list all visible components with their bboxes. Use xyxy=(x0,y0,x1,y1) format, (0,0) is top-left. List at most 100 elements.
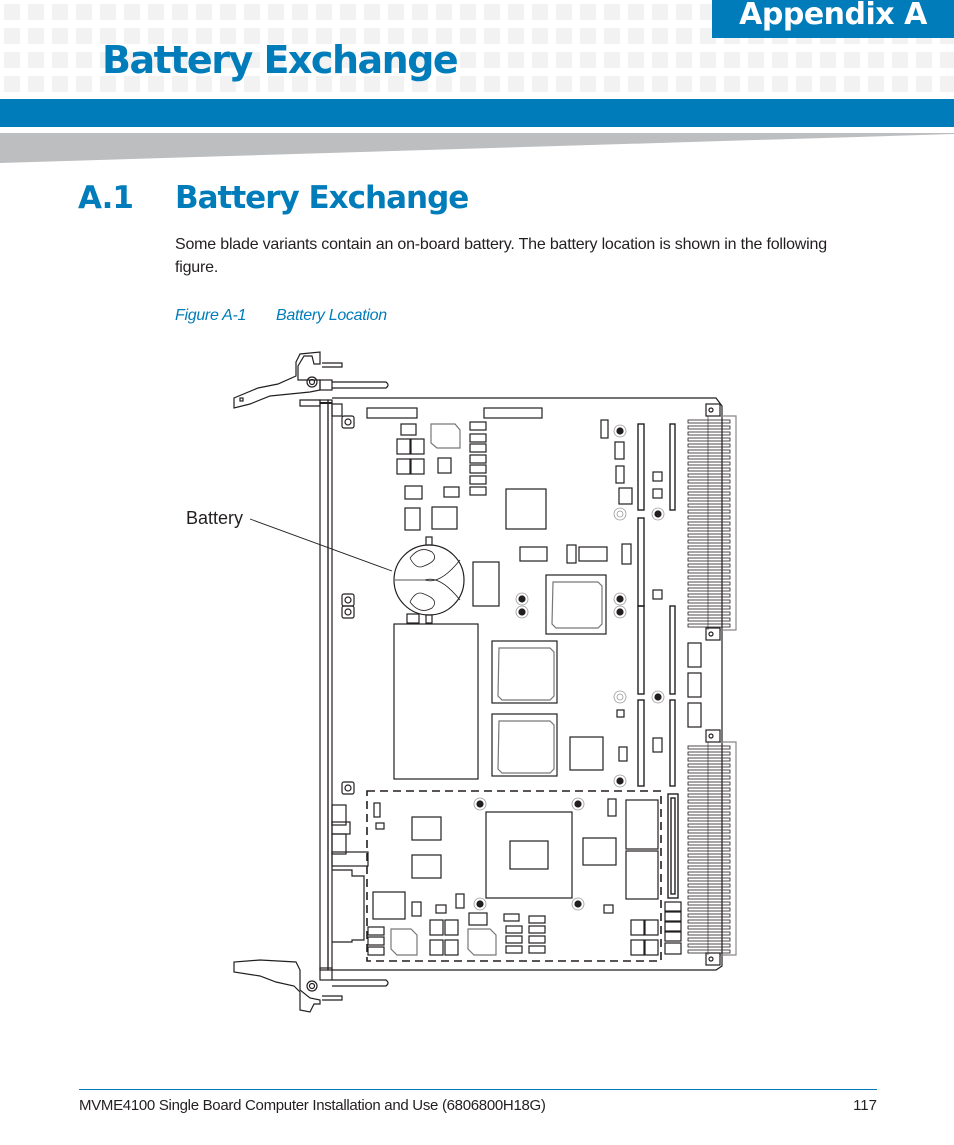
header-tile xyxy=(316,52,332,68)
battery-leader-line xyxy=(249,518,393,572)
header-tile xyxy=(412,76,428,92)
connector-pin-row xyxy=(687,503,731,508)
appendix-label: Appendix A xyxy=(739,0,927,32)
connector-pin-row xyxy=(687,419,731,424)
header-tile xyxy=(916,76,932,92)
header-tile xyxy=(124,4,140,20)
header-tile xyxy=(652,28,668,44)
header-tile xyxy=(268,76,284,92)
header-tile xyxy=(292,52,308,68)
header-tile xyxy=(508,4,524,20)
connector-pin-row xyxy=(687,551,731,556)
connector-pin-row xyxy=(687,841,731,846)
chapter-title: Battery Exchange xyxy=(102,38,459,82)
header-tile xyxy=(316,28,332,44)
connector-pin-row xyxy=(687,859,731,864)
header-tile xyxy=(436,28,452,44)
header-tile xyxy=(436,4,452,20)
header-tile xyxy=(148,4,164,20)
header-tile xyxy=(76,52,92,68)
connector-pin-row xyxy=(687,509,731,514)
header-tile xyxy=(604,28,620,44)
header-tile xyxy=(364,52,380,68)
header-tile xyxy=(676,28,692,44)
header-tile xyxy=(604,76,620,92)
header-tile xyxy=(268,28,284,44)
header-tile xyxy=(868,76,884,92)
header-tile xyxy=(340,4,356,20)
connector-pin-row xyxy=(687,901,731,906)
connector-pin-row xyxy=(687,883,731,888)
connector-pin-row xyxy=(687,913,731,918)
header-tile xyxy=(76,28,92,44)
header-tile xyxy=(388,52,404,68)
header-tile xyxy=(628,4,644,20)
connector-pin-row xyxy=(687,521,731,526)
section-number: A.1 xyxy=(78,180,134,216)
header-tile xyxy=(52,52,68,68)
header-tile xyxy=(244,4,260,20)
connector-pin-row xyxy=(687,467,731,472)
connector-pin-row xyxy=(687,817,731,822)
header-tile xyxy=(4,76,20,92)
top-ejector-handle xyxy=(233,351,389,429)
header-tile xyxy=(124,52,140,68)
connector-pin-row xyxy=(687,793,731,798)
header-tile xyxy=(28,28,44,44)
coin-cell-battery xyxy=(393,536,465,624)
header-tile xyxy=(820,52,836,68)
header-tile xyxy=(724,52,740,68)
header-tile xyxy=(436,76,452,92)
connector-pin-row xyxy=(687,925,731,930)
header-tile xyxy=(412,28,428,44)
header-blue-band xyxy=(0,99,954,127)
header-tile xyxy=(940,76,954,92)
page-number: 117 xyxy=(853,1097,877,1114)
board-outline xyxy=(332,397,723,971)
header-tile xyxy=(508,76,524,92)
header-connector xyxy=(483,407,543,419)
connector-pin-row xyxy=(687,895,731,900)
header-tile xyxy=(172,52,188,68)
bottom-ejector-handle xyxy=(233,959,389,1013)
connector-pin-row xyxy=(687,853,731,858)
header-tile xyxy=(52,76,68,92)
header-tile xyxy=(628,28,644,44)
header-tile xyxy=(244,52,260,68)
header-tile xyxy=(484,4,500,20)
header-tile xyxy=(220,52,236,68)
connector-pin-row xyxy=(687,829,731,834)
header-tile xyxy=(796,52,812,68)
connector-pin-row xyxy=(687,599,731,604)
connector-pin-row xyxy=(687,745,731,750)
header-tile xyxy=(364,28,380,44)
connector-pin-row xyxy=(687,479,731,484)
header-tile xyxy=(556,76,572,92)
header-tile xyxy=(28,4,44,20)
pmc-connectors xyxy=(637,423,679,899)
header-tile xyxy=(388,4,404,20)
connector-pin-row xyxy=(687,769,731,774)
header-tile xyxy=(412,4,428,20)
header-tile xyxy=(172,4,188,20)
connector-pin-row xyxy=(687,563,731,568)
connector-pin-row xyxy=(687,569,731,574)
header-tile xyxy=(580,4,596,20)
header-tile xyxy=(196,76,212,92)
header-tile xyxy=(484,52,500,68)
header-tile xyxy=(868,52,884,68)
header-tile xyxy=(844,52,860,68)
header-tile xyxy=(4,28,20,44)
header-tile xyxy=(100,4,116,20)
header-tile xyxy=(676,76,692,92)
header-tile xyxy=(220,4,236,20)
appendix-tab: Appendix A xyxy=(712,0,954,38)
header-tile xyxy=(556,28,572,44)
connector-pin-row xyxy=(687,865,731,870)
pmc-module-outline xyxy=(366,790,662,962)
header-tile xyxy=(772,76,788,92)
header-tile xyxy=(268,52,284,68)
header-tile xyxy=(748,76,764,92)
connector-pin-row xyxy=(687,787,731,792)
connector-pin-row xyxy=(687,919,731,924)
